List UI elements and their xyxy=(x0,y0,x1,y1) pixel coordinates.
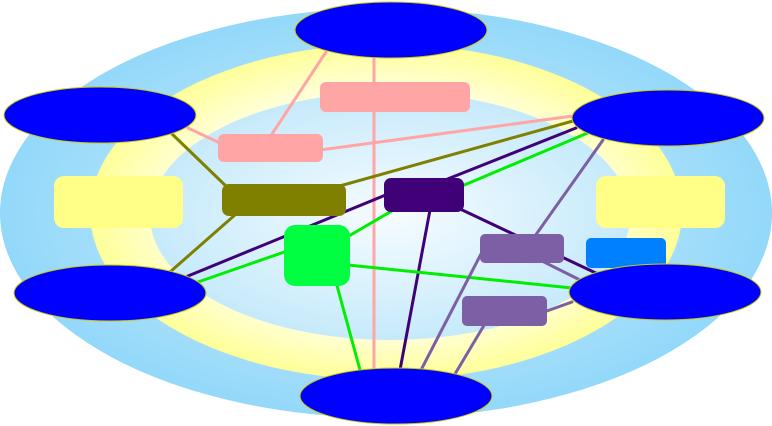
connector-olive xyxy=(168,130,230,190)
connector-pink xyxy=(186,126,222,145)
pink-box-top xyxy=(320,82,470,112)
dark-purple-box xyxy=(384,178,464,212)
yellow-box-left xyxy=(54,176,183,228)
node-right-upper xyxy=(571,89,765,147)
connector-purple xyxy=(533,138,605,238)
purple-box-lower xyxy=(462,296,547,326)
node-top xyxy=(294,1,488,59)
connector-dark-purple xyxy=(398,208,432,372)
node-left-upper xyxy=(3,86,197,144)
green-box xyxy=(284,225,350,286)
purple-box-upper xyxy=(480,234,564,263)
connector-green xyxy=(346,263,574,290)
node-right-lower xyxy=(568,263,762,321)
blue-box xyxy=(586,238,666,268)
connector-dark-purple xyxy=(438,126,578,184)
yellow-box-right xyxy=(596,176,725,228)
pink-box-small xyxy=(218,134,323,162)
connector-green xyxy=(460,130,592,188)
connector-pink xyxy=(270,50,328,136)
olive-box xyxy=(222,184,346,216)
node-bottom xyxy=(299,367,493,425)
nodes xyxy=(3,1,765,425)
connector-purple xyxy=(418,250,484,374)
connector-green xyxy=(334,280,362,372)
connector-purple xyxy=(453,320,488,376)
connector-olive xyxy=(168,212,238,274)
connector-purple xyxy=(542,300,574,314)
node-left-lower xyxy=(13,264,207,322)
connector-green xyxy=(196,248,292,284)
inner-area xyxy=(150,92,630,340)
connector-pink xyxy=(318,114,575,152)
connector-olive xyxy=(334,119,575,189)
